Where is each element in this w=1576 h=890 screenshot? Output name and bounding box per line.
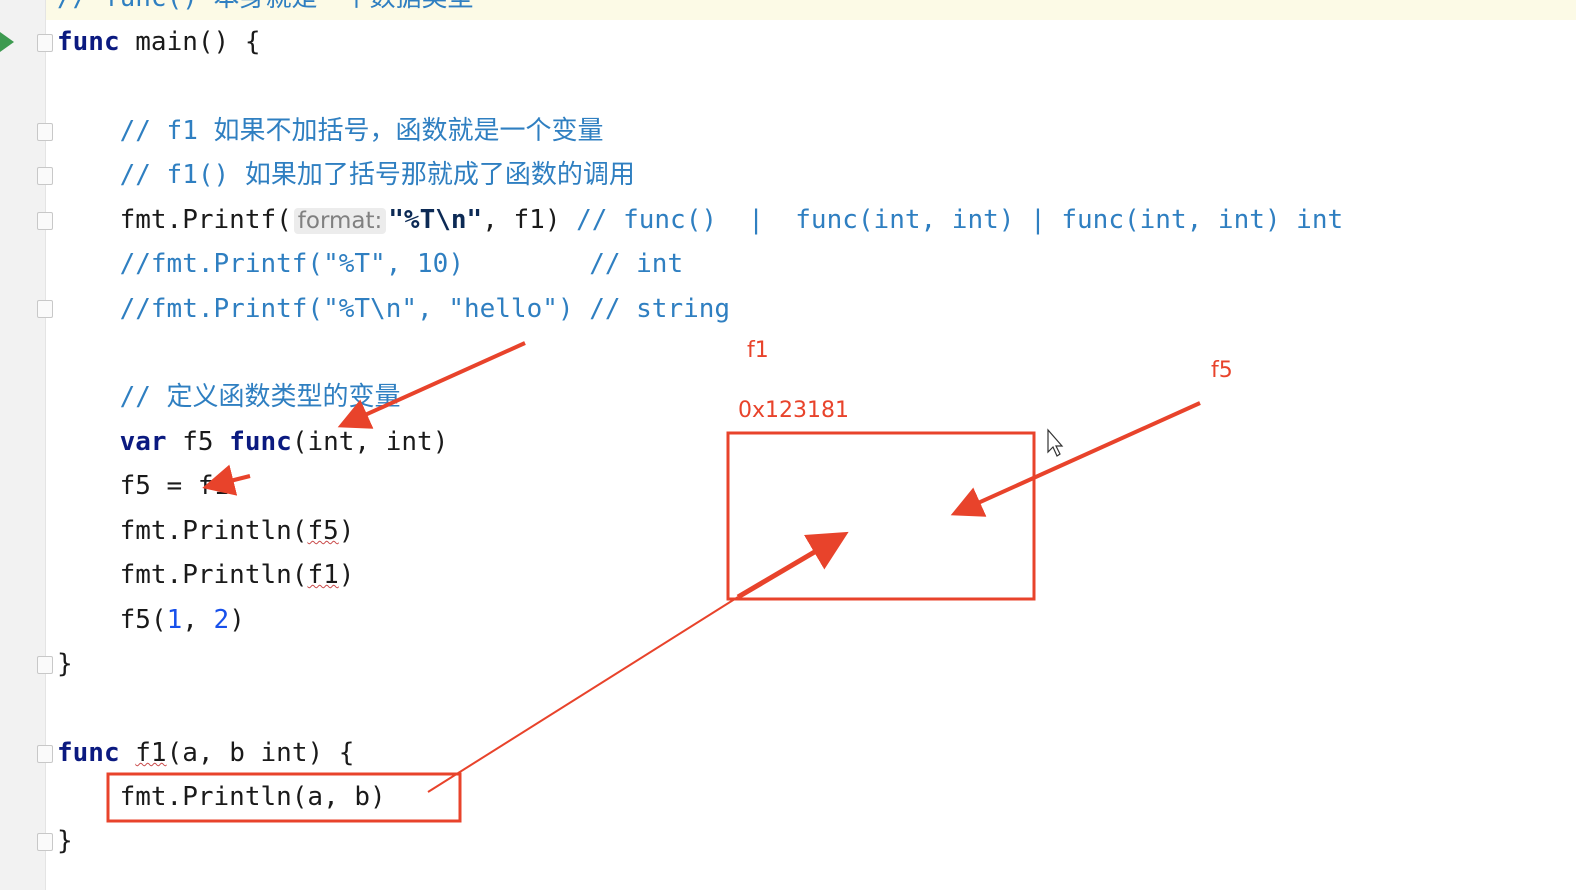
- code-token: func: [57, 738, 120, 768]
- code-comment: //fmt.Printf("%T", 10) // int: [119, 249, 684, 279]
- code-token: 1: [166, 605, 183, 635]
- parameter-hint: format:: [293, 208, 387, 234]
- code-token: var: [119, 427, 167, 457]
- line-body-to-box: [427, 596, 739, 793]
- code-token: fmt.Println(: [119, 560, 308, 590]
- arrow-to-f1: [202, 464, 251, 496]
- fold-marker-icon[interactable]: [37, 833, 53, 851]
- code-line[interactable]: //fmt.Printf("%T", 10) // int: [120, 242, 684, 286]
- code-line[interactable]: // f1 如果不加括号，函数就是一个变量: [120, 109, 604, 153]
- code-comment: // f1 如果不加括号，函数就是一个变量: [119, 116, 604, 146]
- editor-gutter: [0, 0, 46, 890]
- fold-marker-icon[interactable]: [37, 123, 53, 141]
- code-token: fmt.Println(a, b): [119, 782, 386, 812]
- code-line[interactable]: // func() 本身就是一个数据类型: [57, 0, 474, 20]
- code-line[interactable]: f5(1, 2): [120, 598, 245, 642]
- code-comment: // f1() 如果加了括号那就成了函数的调用: [119, 160, 635, 190]
- run-icon[interactable]: [0, 32, 14, 52]
- code-token: (a, b int) {: [166, 738, 355, 768]
- code-line[interactable]: var f5 func(int, int): [120, 420, 449, 464]
- code-token: }: [57, 649, 73, 679]
- code-line[interactable]: func main() {: [57, 20, 261, 64]
- annotation-label-address: 0x123181: [738, 398, 849, 423]
- code-token: ): [229, 605, 245, 635]
- code-comment: // func() | func(int, int) | func(int, i…: [576, 205, 1344, 235]
- code-token: func: [229, 427, 292, 457]
- fold-marker-icon[interactable]: [37, 300, 53, 318]
- code-token: f5: [307, 516, 339, 546]
- code-token: ): [338, 516, 355, 546]
- annotation-label-f5: f5: [1211, 358, 1233, 383]
- code-line[interactable]: fmt.Println(f5): [120, 509, 355, 553]
- code-comment: //fmt.Printf("%T\n", "hello") // string: [119, 294, 731, 324]
- code-line[interactable]: // f1() 如果加了括号那就成了函数的调用: [120, 153, 635, 197]
- code-token: f5(: [119, 605, 167, 635]
- code-token: , f1): [482, 205, 577, 235]
- code-token: fmt.Println(: [119, 516, 308, 546]
- arrow-f5-to-box: [950, 401, 1201, 517]
- code-token: f1: [307, 560, 339, 590]
- fold-marker-icon[interactable]: [37, 212, 53, 230]
- code-token: (int, int): [291, 427, 449, 457]
- code-token: "%T\n": [388, 205, 483, 235]
- fold-marker-icon[interactable]: [37, 34, 53, 52]
- code-line[interactable]: }: [57, 642, 73, 686]
- function-body-box-annotation: [106, 772, 462, 823]
- fold-marker-icon[interactable]: [37, 167, 53, 185]
- code-token: f5: [166, 427, 230, 457]
- code-line[interactable]: //fmt.Printf("%T\n", "hello") // string: [120, 287, 730, 331]
- annotation-label-f1: f1: [747, 338, 769, 363]
- code-token: ): [338, 560, 355, 590]
- current-line-highlight: [46, 0, 1576, 20]
- code-token: func: [57, 27, 120, 57]
- code-line[interactable]: fmt.Printf(format:"%T\n", f1) // func() …: [120, 198, 1344, 242]
- fold-marker-icon[interactable]: [37, 745, 53, 763]
- code-token: ,: [182, 605, 214, 635]
- memory-box-annotation: [726, 431, 1036, 601]
- code-token: 2: [213, 605, 230, 635]
- code-token: f1: [135, 738, 167, 768]
- mouse-cursor-icon: [1047, 428, 1064, 457]
- arrow-to-func-type: [337, 341, 526, 429]
- code-line[interactable]: }: [57, 819, 73, 863]
- code-line[interactable]: fmt.Println(f1): [120, 553, 355, 597]
- code-token: fmt.Printf(: [119, 205, 292, 235]
- arrow-body-to-box: [736, 531, 849, 600]
- code-line[interactable]: func f1(a, b int) {: [57, 731, 354, 775]
- code-token: }: [57, 826, 73, 856]
- code-token: main() {: [119, 27, 261, 57]
- fold-marker-icon[interactable]: [37, 656, 53, 674]
- code-line[interactable]: fmt.Println(a, b): [120, 775, 386, 819]
- code-comment: // func() 本身就是一个数据类型: [57, 0, 474, 13]
